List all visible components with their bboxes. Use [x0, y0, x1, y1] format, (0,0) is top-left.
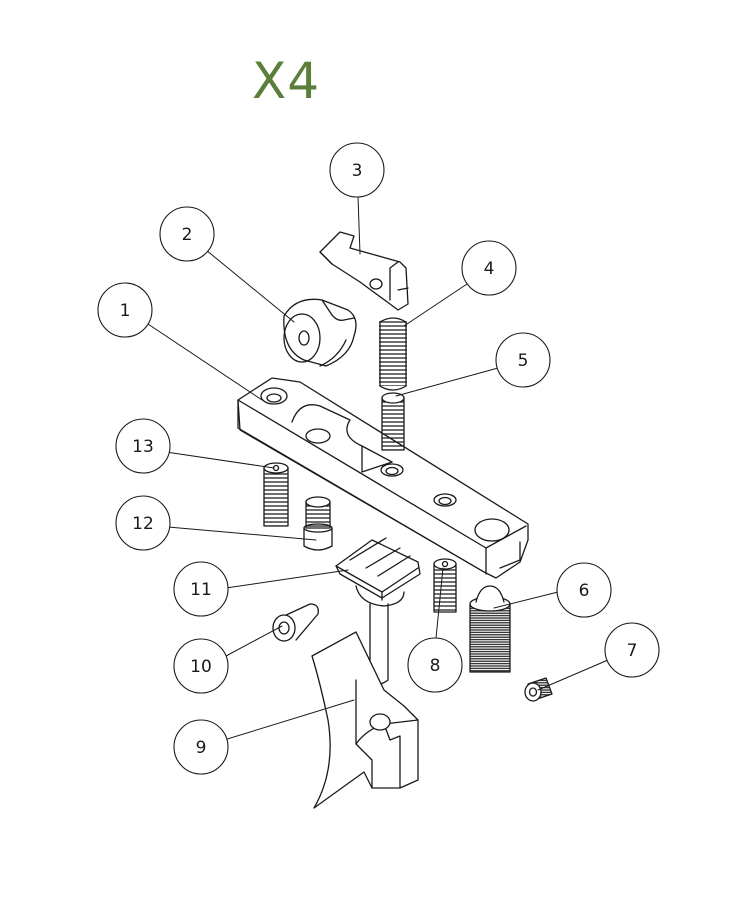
part-9-handle — [311, 631, 419, 809]
leader-13 — [165, 451, 275, 469]
callout-12-label: 12 — [132, 514, 154, 534]
callout-10-label: 10 — [190, 657, 212, 677]
leader-7 — [537, 659, 609, 691]
callout-3: 3 — [329, 142, 385, 198]
part-5-threaded-pin — [381, 392, 405, 451]
callout-3-label: 3 — [352, 161, 363, 181]
leader-4 — [403, 281, 471, 327]
callout-6: 6 — [556, 562, 612, 618]
callout-11: 11 — [173, 561, 229, 617]
callout-2-label: 2 — [182, 225, 193, 245]
callout-8: 8 — [407, 637, 463, 693]
callouts: 1 2 3 4 5 6 7 — [97, 142, 660, 775]
callout-7-label: 7 — [627, 641, 638, 661]
callout-5-label: 5 — [518, 351, 529, 371]
part-8-set-screw — [433, 558, 457, 613]
callout-4-label: 4 — [484, 259, 495, 279]
leader-2 — [205, 249, 295, 323]
leader-10 — [225, 625, 283, 657]
part-12-shoulder-screw — [303, 496, 333, 551]
part-6-ball-plunger — [469, 585, 511, 673]
part-2-cam — [283, 298, 357, 367]
leader-11 — [225, 569, 349, 589]
diagram-title: X4 — [252, 52, 321, 110]
leader-5 — [395, 367, 499, 397]
callout-6-label: 6 — [579, 581, 590, 601]
part-3-latch — [319, 231, 409, 311]
leader-12 — [167, 526, 317, 541]
callout-13-label: 13 — [132, 437, 154, 457]
leader-9 — [223, 699, 355, 741]
part-13-set-screw — [263, 462, 289, 527]
callout-1-label: 1 — [120, 301, 131, 321]
leader-lines — [147, 195, 609, 741]
part-1-main-bar — [237, 377, 529, 579]
leader-6 — [493, 591, 559, 609]
callout-10: 10 — [173, 638, 229, 694]
callout-11-label: 11 — [190, 580, 212, 600]
callout-13: 13 — [115, 418, 171, 474]
part-4-spring — [379, 317, 407, 391]
part-10-cap-screw — [272, 603, 319, 642]
callout-12: 12 — [115, 495, 171, 551]
leader-1 — [147, 323, 263, 401]
callout-5: 5 — [495, 332, 551, 388]
callout-9-label: 9 — [196, 738, 207, 758]
callout-2: 2 — [159, 206, 215, 262]
callout-4: 4 — [461, 240, 517, 296]
callout-1: 1 — [97, 282, 153, 338]
callout-7: 7 — [604, 622, 660, 678]
leader-8 — [435, 567, 444, 639]
callout-8-label: 8 — [430, 656, 441, 676]
callout-9: 9 — [173, 719, 229, 775]
leader-3 — [357, 195, 361, 255]
